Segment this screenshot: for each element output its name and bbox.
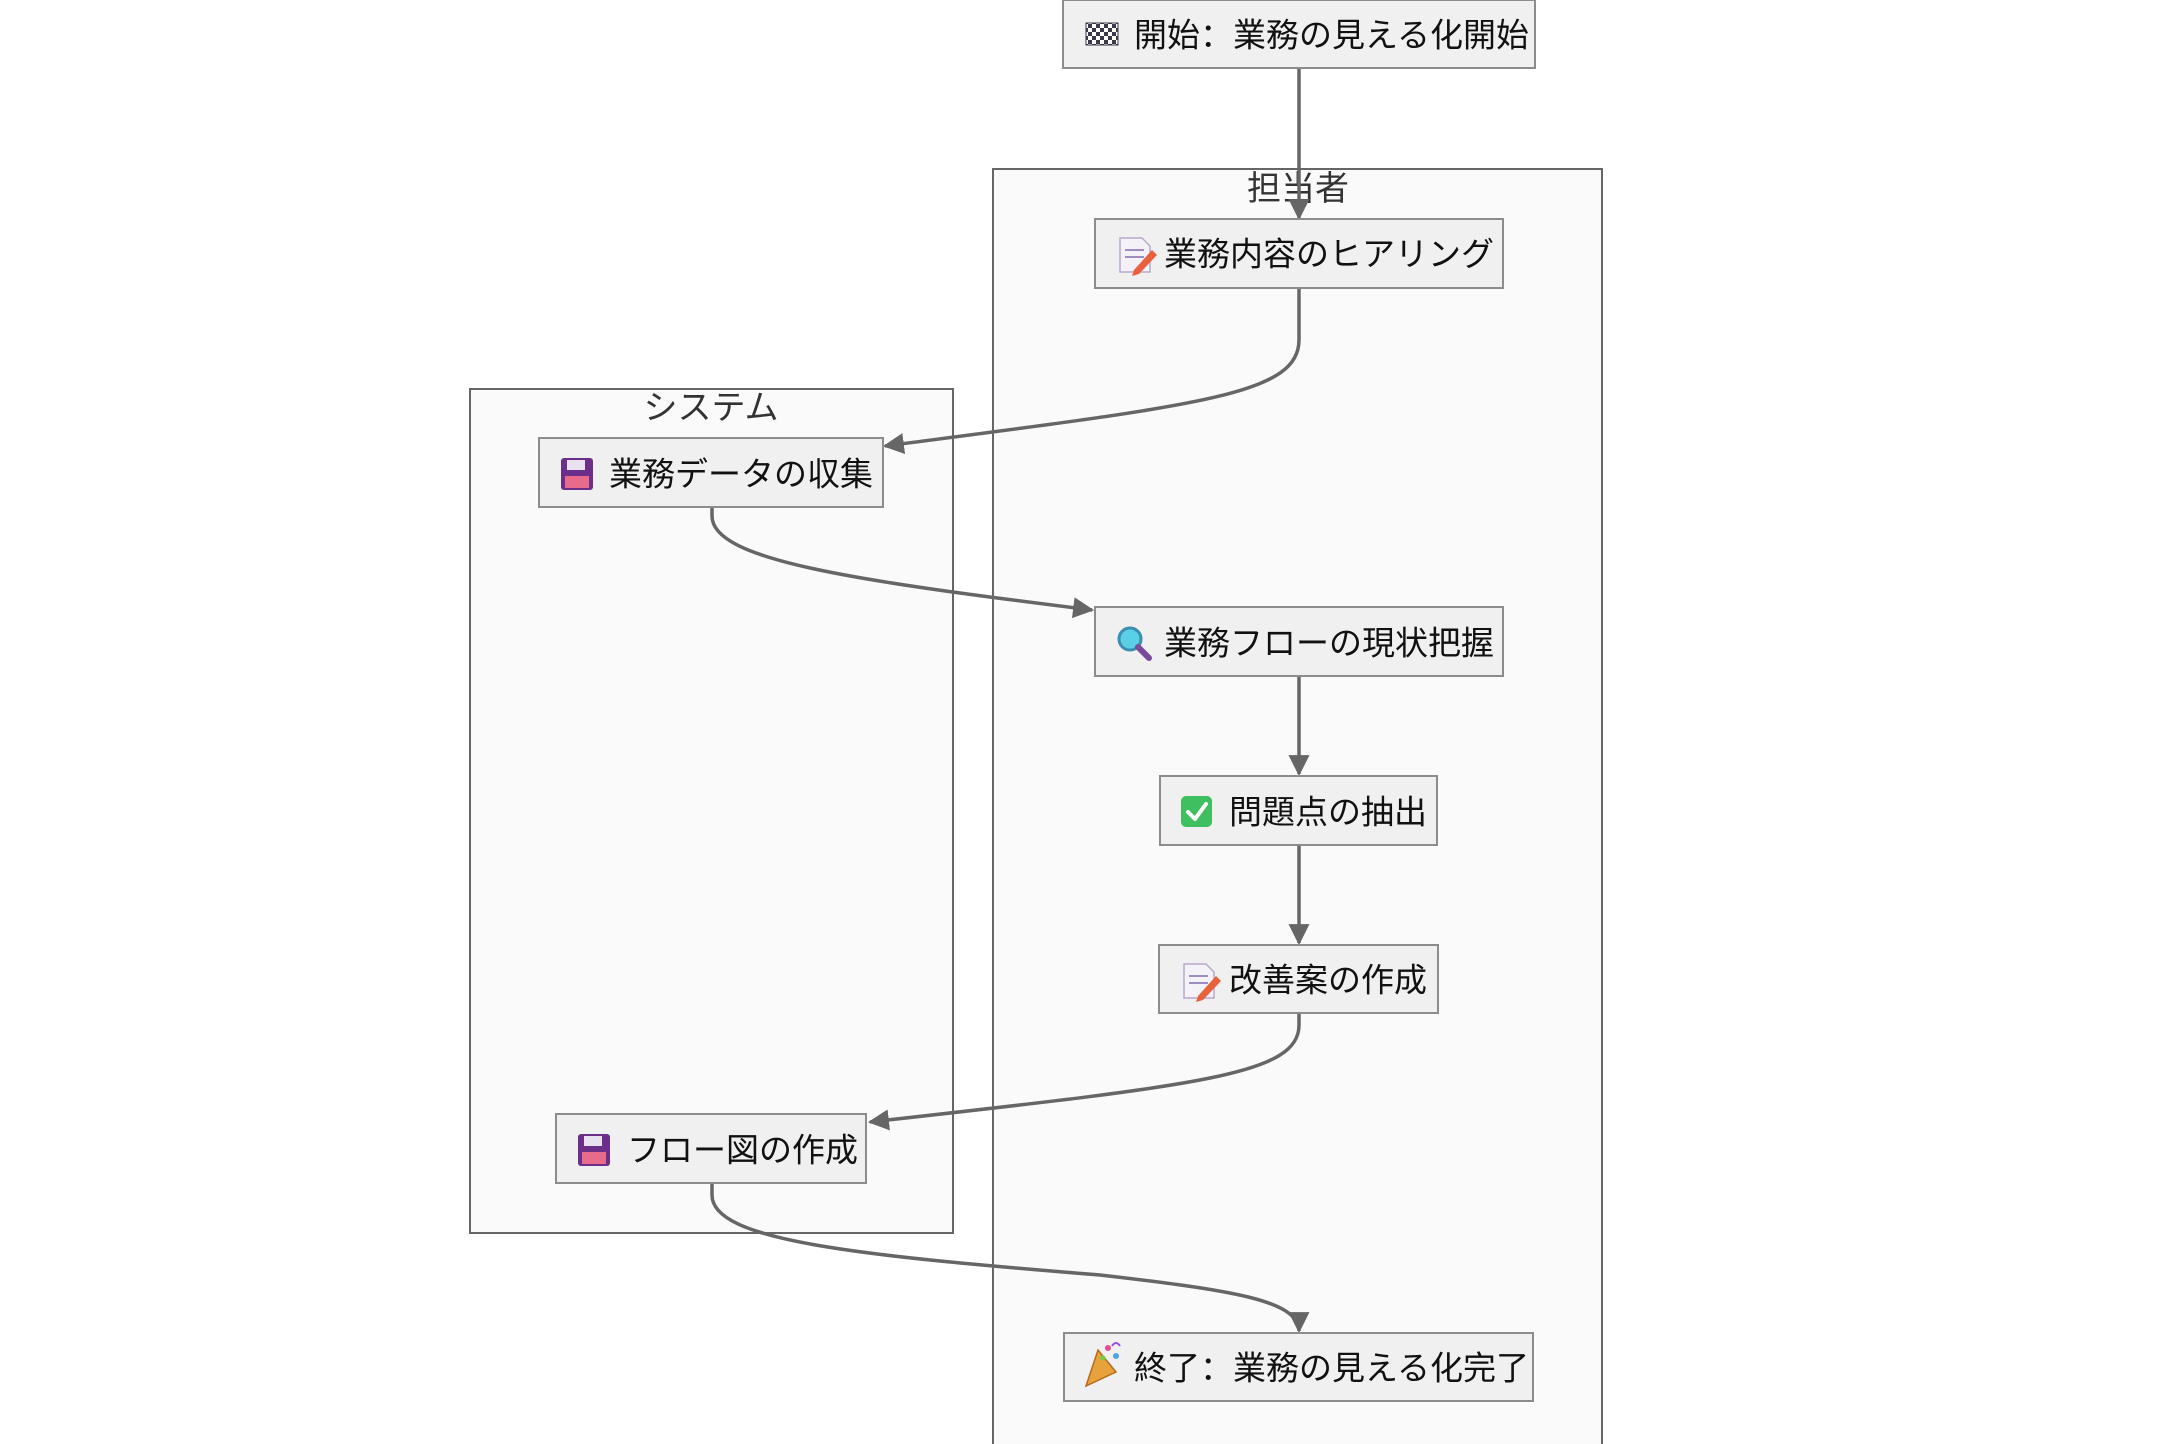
node-extract[interactable]: 問題点の抽出 bbox=[1159, 775, 1438, 846]
check-mark-icon bbox=[1181, 796, 1212, 827]
node-extract-label: 問題点の抽出 bbox=[1229, 793, 1427, 832]
node-start-label: 開始：業務の見える化開始 bbox=[1134, 16, 1529, 55]
magnifier-icon bbox=[1117, 626, 1152, 661]
memo-icon bbox=[1183, 963, 1221, 1002]
node-end[interactable]: 終了：業務の見える化完了 bbox=[1063, 1332, 1534, 1402]
node-start[interactable]: 開始：業務の見える化開始 bbox=[1062, 0, 1536, 69]
lane-system-title: システム bbox=[644, 388, 779, 428]
node-plan[interactable]: 改善案の作成 bbox=[1158, 944, 1439, 1014]
node-plan-label: 改善案の作成 bbox=[1229, 961, 1427, 1000]
edges bbox=[710, 68, 1310, 1334]
node-end-label: 終了：業務の見える化完了 bbox=[1134, 1349, 1529, 1388]
node-hearing-label: 業務内容のヒアリング bbox=[1164, 235, 1494, 274]
node-grasp[interactable]: 業務フローの現状把握 bbox=[1094, 606, 1504, 677]
node-hearing[interactable]: 業務内容のヒアリング bbox=[1094, 218, 1504, 289]
node-flowfig-label: フロー図の作成 bbox=[627, 1131, 858, 1170]
floppy-disk-icon bbox=[561, 458, 593, 490]
edge-hearing-to-collect bbox=[882, 288, 1301, 454]
party-popper-icon bbox=[1084, 1342, 1121, 1388]
checkered-flag-icon bbox=[1085, 22, 1119, 46]
memo-icon bbox=[1119, 237, 1157, 276]
edge-flowfig-to-end bbox=[710, 1183, 1310, 1334]
floppy-disk-icon bbox=[578, 1134, 610, 1166]
node-flowfig[interactable]: フロー図の作成 bbox=[555, 1113, 867, 1184]
node-collect[interactable]: 業務データの収集 bbox=[538, 437, 884, 508]
node-collect-label: 業務データの収集 bbox=[609, 455, 873, 494]
lane-system: システム bbox=[469, 388, 954, 1234]
edge-plan-to-flowfig bbox=[867, 1013, 1301, 1131]
edge-collect-to-grasp bbox=[710, 507, 1095, 619]
node-grasp-label: 業務フローの現状把握 bbox=[1164, 624, 1494, 663]
